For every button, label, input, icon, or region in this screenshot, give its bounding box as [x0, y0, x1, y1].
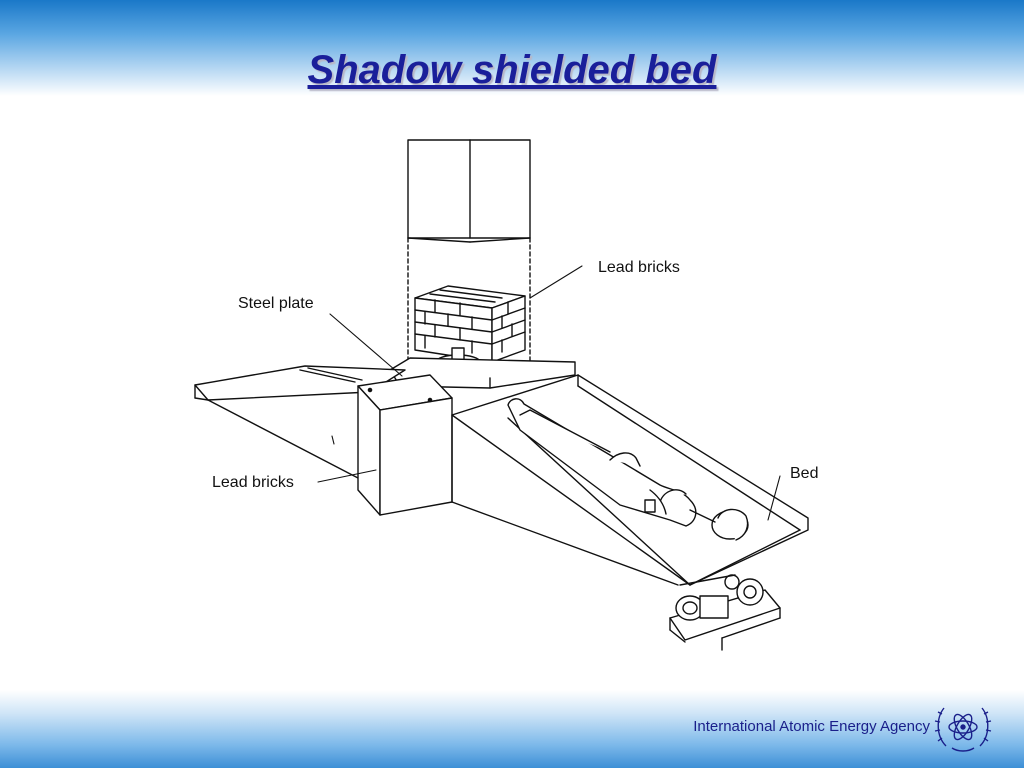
front-shield-box	[357, 374, 453, 516]
label-steel-plate: Steel plate	[238, 295, 314, 312]
label-lead-bricks-top: Lead bricks	[598, 259, 680, 276]
motor-drive-assembly	[669, 574, 781, 651]
left-rail	[194, 365, 406, 479]
patient-figure	[507, 398, 749, 541]
header-gradient-band	[0, 0, 1024, 96]
iaea-emblem-icon	[934, 707, 992, 752]
shadow-shielded-bed-diagram: Lead bricks Steel plate Lead bricks Bed	[194, 139, 818, 651]
label-bed: Bed	[790, 465, 818, 482]
label-lead-bricks-left: Lead bricks	[212, 474, 294, 491]
label-leader-lines	[317, 265, 781, 521]
footer-organization-name: International Atomic Energy Agency	[693, 718, 930, 735]
dashed-guide-lines	[407, 237, 531, 376]
upper-shield-box	[407, 139, 531, 243]
lead-brick-stack	[414, 285, 526, 363]
slide-title: Shadow shielded bed	[307, 48, 717, 92]
footer-gradient-band	[0, 690, 1024, 768]
